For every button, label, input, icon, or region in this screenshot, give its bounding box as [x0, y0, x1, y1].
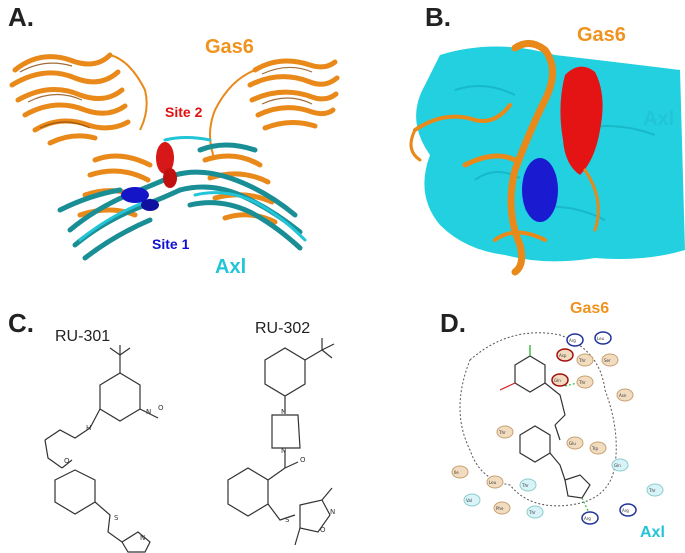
- svg-text:Arg: Arg: [622, 508, 629, 513]
- panel-b-surface: [409, 40, 685, 276]
- residue-5: Asp: [556, 348, 574, 362]
- pocket-outline: [459, 332, 617, 507]
- svg-text:O: O: [158, 404, 164, 412]
- label-site2: Site 2: [165, 104, 203, 120]
- panel-d: Arg Leu Thr Ser Asp Gln Thr Asn Thr Glu …: [400, 300, 685, 553]
- residue-21: Thr: [646, 483, 664, 497]
- residue-7: Thr: [576, 375, 594, 389]
- residue-8: Asn: [616, 388, 634, 402]
- gas6-ribbon: [409, 40, 600, 276]
- label-gas6-d: Gas6: [570, 300, 610, 317]
- ligand: [499, 345, 591, 499]
- svg-text:Thr: Thr: [578, 358, 586, 363]
- residue-1: Arg: [566, 333, 584, 347]
- svg-text:Glu: Glu: [569, 441, 576, 446]
- residue-11: Trp: [589, 441, 607, 455]
- panel-d-interaction-map: Arg Leu Thr Ser Asp Gln Thr Asn Thr Glu …: [451, 331, 664, 525]
- panel-label-b: B.: [425, 2, 451, 32]
- svg-text:S: S: [285, 516, 290, 524]
- residue-2: Leu: [594, 331, 612, 345]
- gas6-right-domain: [247, 58, 340, 131]
- svg-text:Thr: Thr: [578, 380, 586, 385]
- svg-text:Asn: Asn: [619, 393, 627, 398]
- svg-text:Leu: Leu: [597, 336, 605, 341]
- site2-surface: [560, 66, 603, 175]
- svg-text:Val: Val: [466, 498, 472, 503]
- panel-label-a: A.: [8, 2, 34, 32]
- label-axl-b: Axl: [643, 108, 675, 130]
- svg-text:Thr: Thr: [648, 488, 656, 493]
- residue-9: Thr: [496, 425, 514, 439]
- svg-text:N: N: [146, 408, 151, 416]
- svg-text:Leu: Leu: [489, 480, 497, 485]
- svg-text:O: O: [300, 456, 306, 464]
- residue-12: Gln: [611, 458, 629, 472]
- residue-17: Phe: [493, 501, 511, 515]
- svg-text:Gln: Gln: [614, 463, 621, 468]
- residue-14: Leu: [486, 475, 504, 489]
- svg-text:Trp: Trp: [591, 446, 599, 451]
- site1-surface: [522, 158, 558, 222]
- svg-text:Ser: Ser: [604, 358, 611, 363]
- site2-blob: [156, 142, 177, 188]
- residue-3: Thr: [576, 353, 594, 367]
- label-gas6-b: Gas6: [577, 24, 626, 46]
- label-site1: Site 1: [152, 236, 190, 252]
- svg-text:O: O: [320, 526, 326, 534]
- panel-b: B. Gas6 Axl: [345, 0, 685, 290]
- panel-a-structure: [9, 52, 340, 261]
- panel-label-c: C.: [8, 308, 34, 338]
- svg-text:Arg: Arg: [569, 338, 576, 343]
- ru301-structure: [44, 345, 159, 553]
- panel-a: A. Gas6 Site 2 Site 1 Axl: [0, 0, 345, 290]
- svg-text:Gln: Gln: [554, 378, 561, 383]
- residue-20: Arg: [619, 503, 637, 517]
- svg-text:Thr: Thr: [521, 483, 529, 488]
- site1-blob: [121, 187, 159, 211]
- svg-text:N: N: [140, 534, 145, 542]
- ru302-structure: [227, 338, 335, 546]
- svg-text:N: N: [281, 447, 286, 455]
- residue-4: Ser: [601, 353, 619, 367]
- axl-surface: [416, 46, 685, 262]
- residue-18: Thr: [526, 505, 544, 519]
- svg-text:Asp: Asp: [559, 353, 567, 358]
- molecule-name-ru302: RU-302: [255, 320, 311, 337]
- residue-19: Arg: [581, 511, 599, 525]
- svg-text:H: H: [86, 424, 91, 432]
- residue-13: Ile: [451, 465, 469, 479]
- panel-label-d: D.: [440, 308, 466, 338]
- svg-text:S: S: [114, 514, 119, 522]
- svg-text:Thr: Thr: [528, 510, 536, 515]
- residue-10: Glu: [566, 436, 584, 450]
- svg-text:N: N: [281, 408, 286, 416]
- svg-text:O: O: [64, 457, 70, 465]
- molecule-name-ru301: RU-301: [55, 328, 111, 345]
- label-gas6-a: Gas6: [205, 36, 254, 58]
- svg-text:N: N: [330, 508, 335, 516]
- svg-text:Arg: Arg: [584, 516, 591, 521]
- svg-text:Ile: Ile: [454, 470, 459, 475]
- gas6-left-domain: [9, 52, 131, 146]
- svg-text:Thr: Thr: [498, 430, 506, 435]
- residue-discs: Arg Leu Thr Ser Asp Gln Thr Asn Thr Glu …: [451, 331, 664, 525]
- label-axl-d: Axl: [640, 524, 665, 541]
- residue-16: Val: [463, 493, 481, 507]
- residue-15: Thr: [519, 478, 537, 492]
- residue-6: Gln: [551, 373, 569, 387]
- svg-text:Phe: Phe: [496, 506, 504, 511]
- label-axl-a: Axl: [215, 256, 247, 278]
